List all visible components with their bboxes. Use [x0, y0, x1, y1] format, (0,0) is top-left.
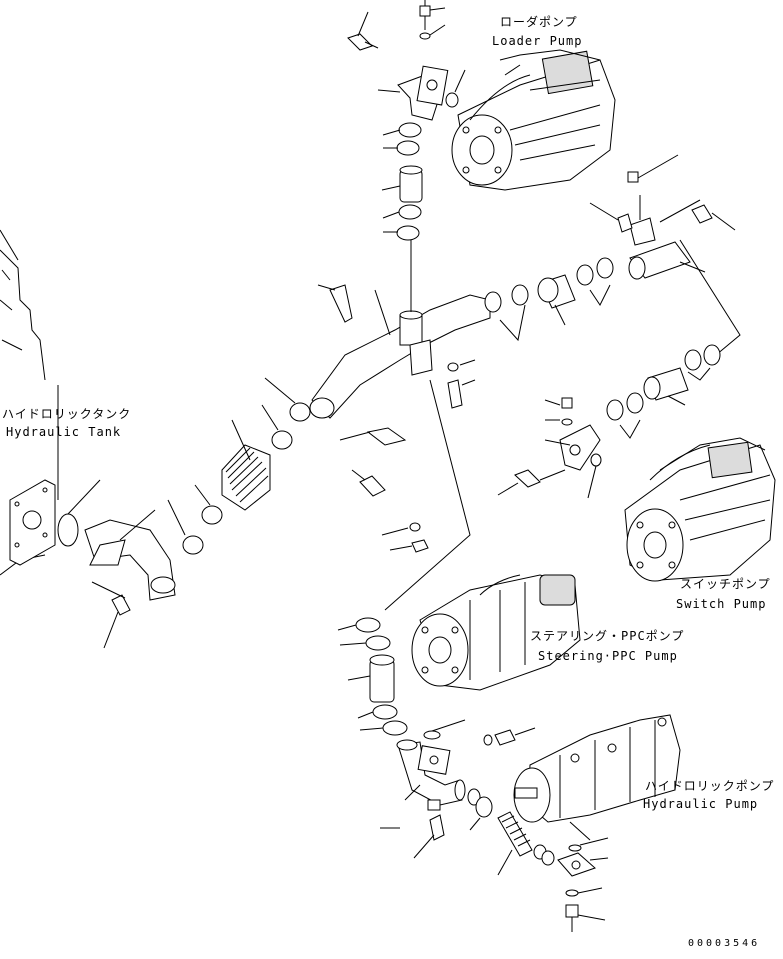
hydraulic-pump-hose: [497, 811, 533, 876]
hydraulic-pump-label-en: Hydraulic Pump: [643, 797, 758, 811]
suction-clamp-pair-lower: [167, 484, 223, 555]
tank-outlet-elbow: [84, 509, 176, 601]
bracket-nut: [411, 539, 429, 553]
tank-gasket: [57, 513, 79, 547]
steering-elbow: [396, 739, 466, 806]
hydraulic-pump-flange: [557, 852, 609, 877]
switch-branch-bracket: [627, 154, 701, 246]
tube-bracket: [339, 427, 407, 446]
steering-clamp-pair-lower: [357, 704, 408, 736]
switch-clamp-pair-lower: [606, 392, 644, 439]
tank-flange: [9, 479, 56, 566]
hydraulic-pump-clamp: [533, 844, 555, 866]
loader-pump-label-jp: ローダポンプ: [500, 14, 578, 29]
switch-pump-hose: [643, 367, 689, 406]
loader-top-bolt: [419, 5, 446, 40]
loader-clamp-pair-upper: [382, 122, 422, 156]
switch-branch-hose: [537, 274, 576, 326]
tank-elbow-bolt: [91, 581, 131, 649]
steering-ppc-pump-label-en: Steering·PPC Pump: [538, 649, 678, 663]
bracket-bolt: [351, 469, 386, 497]
loader-elbow-oring: [445, 92, 459, 108]
suction-clamp-pair-upper: [261, 377, 311, 450]
switch-elbow-oring: [590, 453, 602, 467]
switch-branch-clamp-pair-a: [484, 284, 529, 342]
hydraulic-tank-label-jp: ハイドロリックタンク: [2, 407, 131, 421]
loader-pump: [451, 49, 616, 191]
bracket-washer: [409, 522, 421, 532]
loader-pump-label-en: Loader Pump: [492, 34, 582, 48]
switch-top-bolt: [544, 397, 573, 426]
steering-ppc-pump-label-jp: ステアリング・PPCポンプ: [530, 629, 684, 643]
drawing-number: 00003546: [688, 938, 760, 949]
hydraulic-pump: [513, 714, 681, 841]
switch-branch-bolt: [691, 204, 736, 231]
hydraulic-pump-label-jp: ハイドロリックポンプ: [645, 779, 774, 793]
loader-clamp-pair-lower: [382, 204, 422, 241]
main-suction-tube: [309, 284, 491, 419]
loader-pump-elbow: [397, 65, 449, 121]
steering-ppc-pump: [411, 574, 581, 691]
junction-bolt: [447, 379, 463, 409]
switch-branch-leader: [679, 239, 741, 361]
hydraulic-flange-washer: [565, 889, 579, 897]
switch-pump: [624, 437, 776, 582]
steering-clamp-pair-upper: [337, 617, 391, 651]
steering-elbow-bolt: [380, 799, 445, 859]
hydraulic-tank: [0, 229, 101, 576]
switch-branch-pipe: [628, 241, 706, 280]
hydraulic-flange-oring: [568, 844, 582, 852]
switch-pump-label-jp: スイッチポンプ: [680, 577, 771, 591]
bellows-hose: [221, 419, 271, 511]
hydraulic-tank-label-en: Hydraulic Tank: [6, 425, 121, 439]
loader-hose: [381, 165, 423, 203]
switch-pump-label-en: Switch Pump: [676, 597, 766, 611]
switch-branch-nut: [589, 202, 633, 233]
junction-washer: [447, 362, 459, 372]
switch-elbow: [544, 424, 601, 471]
switch-side-bolt: [497, 469, 566, 496]
hydraulic-pump-oring: [467, 788, 493, 831]
loader-elbow-bolt: [347, 11, 379, 51]
hydraulic-flange-bolt: [565, 904, 606, 932]
switch-clamp-pair: [684, 344, 721, 381]
steering-elbow-oring: [423, 730, 441, 740]
steering-hose: [347, 654, 395, 703]
hydraulic-pump-fitting: [483, 727, 536, 746]
switch-branch-clamp-pair-b: [576, 257, 614, 306]
